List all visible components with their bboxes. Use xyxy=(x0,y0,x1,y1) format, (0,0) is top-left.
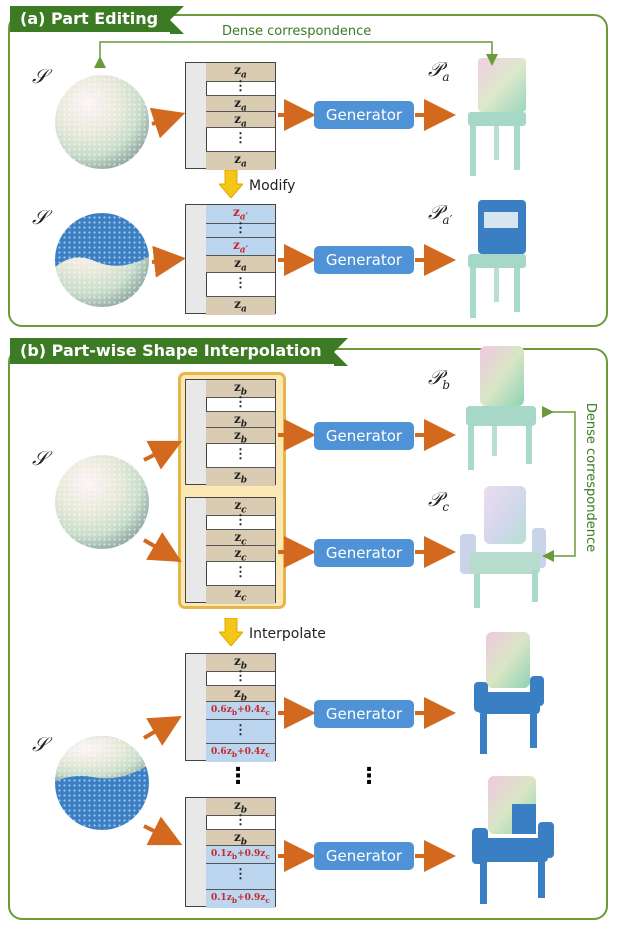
code-cell-mixed: 0.1zb+0.9zc xyxy=(206,845,275,863)
code-cell: zc xyxy=(206,585,275,604)
generator-a-bottom: Generator xyxy=(314,246,414,274)
code-cell-ellipsis: ⋮ xyxy=(206,514,275,529)
code-cell: zc xyxy=(206,529,275,547)
chair-output-b xyxy=(466,346,536,470)
modify-arrow xyxy=(219,170,243,198)
code-cell: zb xyxy=(206,411,275,429)
code-cell-ellipsis: ⋮ xyxy=(206,222,275,237)
input-symbol-b-top: 𝒮 xyxy=(32,446,48,470)
code-cell-ellipsis: ⋮ xyxy=(206,670,275,685)
output-label-a-prime: 𝒫a′ xyxy=(428,200,453,227)
generator-mix-2: Generator xyxy=(314,842,414,870)
code-cell-ellipsis: ⋮ xyxy=(206,127,275,151)
sphere-input-a-bottom xyxy=(55,213,149,307)
ellipsis-between-outputs: ⋮ xyxy=(358,764,380,789)
arrows-panel-b xyxy=(142,406,576,872)
latent-code-c: zc ⋮ zc zc ⋮ zc xyxy=(185,497,276,604)
input-symbol-b-bottom: 𝒮 xyxy=(32,732,48,756)
output-label-b: 𝒫b xyxy=(428,365,451,392)
latent-code-a-bottom: za′ ⋮ za′ za ⋮ za xyxy=(185,204,276,315)
modify-label: Modify xyxy=(249,178,296,194)
code-cell-edited: za′ xyxy=(206,237,275,255)
code-cell-ellipsis: ⋮ xyxy=(206,814,275,829)
sphere-input-b-bottom xyxy=(55,736,149,830)
sphere-input-b-top xyxy=(55,455,149,549)
dense-correspondence-label-a: Dense correspondence xyxy=(222,24,372,39)
chair-output-a-prime xyxy=(468,200,526,318)
code-cell: za xyxy=(206,111,275,129)
code-cell: za xyxy=(206,296,275,315)
code-cell-edited: za′ xyxy=(206,205,275,223)
code-cell: za xyxy=(206,255,275,273)
code-cell-ellipsis: ⋮ xyxy=(206,863,275,889)
generator-c: Generator xyxy=(314,539,414,567)
code-cell: zb xyxy=(206,829,275,847)
generator-a-top: Generator xyxy=(314,101,414,129)
interpolate-arrow xyxy=(219,618,243,646)
sphere-input-a-top xyxy=(55,75,149,169)
latent-code-mix-1: zb ⋮ zb 0.6zb+0.4zc ⋮ 0.6zb+0.4zc xyxy=(185,653,276,762)
latent-code-mix-2: zb ⋮ zb 0.1zb+0.9zc ⋮ 0.1zb+0.9zc xyxy=(185,797,276,908)
code-cell: zb xyxy=(206,380,275,397)
code-cell: zb xyxy=(206,685,275,703)
code-cell: zc xyxy=(206,498,275,515)
panel-b-title: (b) Part-wise Shape Interpolation xyxy=(10,338,348,366)
code-cell-mixed: 0.1zb+0.9zc xyxy=(206,889,275,908)
latent-code-b: zb ⋮ zb zb ⋮ zb xyxy=(185,379,276,486)
input-symbol-a-top: 𝒮 xyxy=(32,64,48,88)
code-cell: zb xyxy=(206,467,275,486)
generator-mix-1: Generator xyxy=(314,700,414,728)
code-cell-mixed: 0.6zb+0.4zc xyxy=(206,701,275,719)
code-cell-ellipsis: ⋮ xyxy=(206,80,275,95)
code-cell: zb xyxy=(206,427,275,445)
panel-part-editing xyxy=(8,14,608,327)
code-cell: zb xyxy=(206,654,275,671)
latent-code-a-top: za ⋮ za za ⋮ za xyxy=(185,62,276,170)
code-cell-mixed: 0.6zb+0.4zc xyxy=(206,743,275,762)
ellipsis-between-codes: ⋮ xyxy=(227,764,249,789)
interpolate-label: Interpolate xyxy=(249,626,326,642)
code-cell-ellipsis: ⋮ xyxy=(206,719,275,743)
chair-output-a xyxy=(468,58,526,176)
input-symbol-a-bottom: 𝒮 xyxy=(32,205,48,229)
generator-b: Generator xyxy=(314,422,414,450)
code-cell: zc xyxy=(206,545,275,563)
chair-output-mix-2 xyxy=(472,776,554,904)
code-cell: za xyxy=(206,151,275,170)
chair-output-mix-1 xyxy=(474,632,544,754)
code-cell: za xyxy=(206,95,275,113)
code-cell-ellipsis: ⋮ xyxy=(206,443,275,467)
code-cell-ellipsis: ⋮ xyxy=(206,396,275,411)
code-cell-ellipsis: ⋮ xyxy=(206,272,275,296)
panel-a-title: (a) Part Editing xyxy=(10,6,185,34)
output-label-c: 𝒫c xyxy=(428,487,450,514)
arrows-panel-a xyxy=(94,41,498,278)
code-cell: zb xyxy=(206,798,275,815)
code-cell-ellipsis: ⋮ xyxy=(206,561,275,585)
